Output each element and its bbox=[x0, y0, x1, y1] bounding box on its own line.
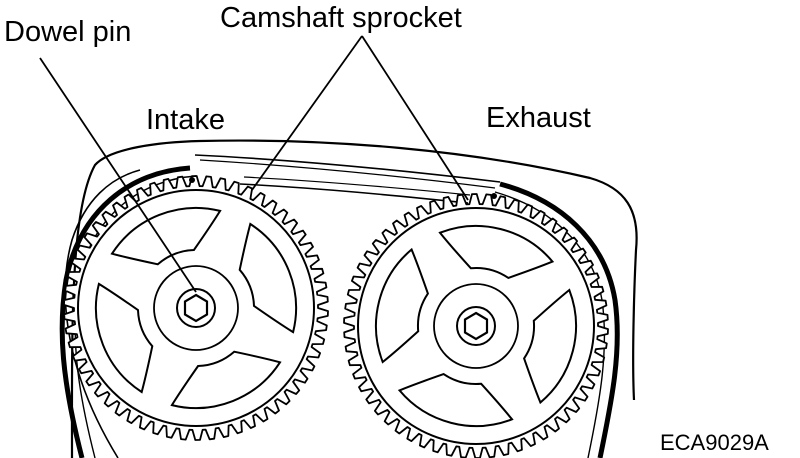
spoke-window bbox=[397, 372, 514, 427]
timing-cover-inner-edge bbox=[64, 169, 141, 458]
spoke-window bbox=[170, 350, 282, 410]
exhaust-label: Exhaust bbox=[486, 102, 591, 134]
spoke-window bbox=[522, 288, 577, 405]
camshaft-sprocket-leader-exhaust bbox=[361, 35, 469, 201]
exhaust-sprocket bbox=[343, 193, 609, 458]
intake-timing-mark bbox=[189, 177, 195, 183]
timing-belt-left-wrap bbox=[59, 165, 191, 458]
dowel-pin-label: Dowel pin bbox=[4, 16, 132, 48]
spoke-window bbox=[375, 247, 430, 364]
intake-sprocket bbox=[63, 175, 329, 441]
timing-belt-right-wrap bbox=[499, 181, 620, 458]
timing-belt-top-span-outer bbox=[243, 176, 471, 196]
intake-sprocket-rim bbox=[77, 189, 315, 427]
spoke-window bbox=[94, 282, 154, 394]
camshaft-sprocket-label: Camshaft sprocket bbox=[220, 2, 462, 34]
timing-belt-top-span bbox=[194, 154, 501, 183]
exhaust-sprocket-rim bbox=[357, 207, 595, 445]
exhaust-timing-mark bbox=[491, 193, 497, 199]
intake-label: Intake bbox=[146, 104, 225, 136]
timing-belt-top-span-inner bbox=[239, 183, 469, 204]
exhaust-bolt-head bbox=[463, 311, 489, 341]
intake-sprocket-spoke-windows bbox=[94, 206, 298, 410]
spoke-window bbox=[438, 225, 555, 280]
exhaust-sprocket-spoke-windows bbox=[375, 225, 577, 427]
figure-code-label: ECA9029A bbox=[660, 430, 769, 455]
spoke-window bbox=[238, 222, 298, 334]
intake-bolt-head bbox=[183, 293, 209, 323]
spoke-window bbox=[110, 206, 222, 266]
camshaft-sprocket-leader-intake bbox=[251, 35, 363, 191]
dowel-pin-leader-line bbox=[39, 57, 197, 293]
